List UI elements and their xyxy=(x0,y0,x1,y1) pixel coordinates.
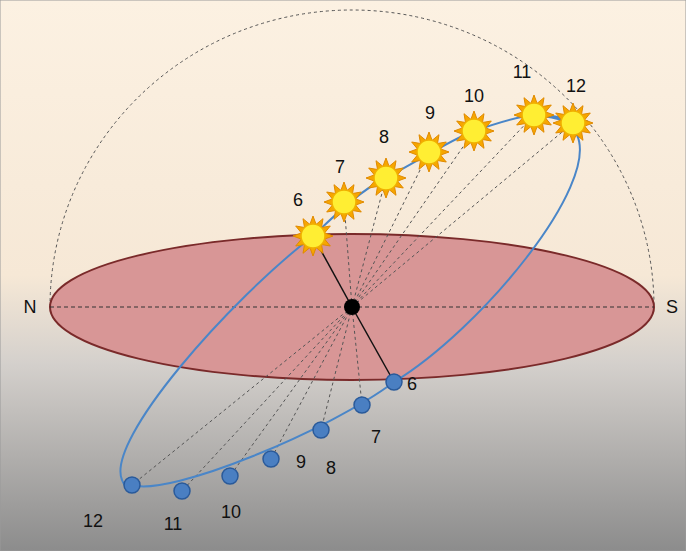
sun-rays xyxy=(324,182,364,222)
hour-label: 9 xyxy=(296,453,306,471)
projection-line xyxy=(352,307,362,405)
hour-label: 8 xyxy=(326,459,336,477)
shadow-dot xyxy=(174,483,190,499)
projection-line xyxy=(132,307,352,485)
hour-label: 6 xyxy=(293,191,303,209)
hour-label: 11 xyxy=(164,515,183,533)
projection-line xyxy=(352,123,573,307)
horizon-plane xyxy=(50,234,654,380)
compass-label: N xyxy=(24,298,37,316)
hour-label: 12 xyxy=(566,77,586,95)
shadow-dot xyxy=(222,468,238,484)
hour-label: 8 xyxy=(379,128,389,146)
hour-label: 10 xyxy=(221,503,241,521)
projection-line xyxy=(352,115,534,307)
sun-disc xyxy=(561,111,585,135)
sun-disc xyxy=(301,224,325,248)
projection-lines xyxy=(132,115,573,491)
shadow-points xyxy=(124,374,402,499)
shadow-dot xyxy=(386,374,402,390)
compass-label: S xyxy=(666,298,678,316)
sun-path-loop xyxy=(120,115,579,487)
sun-disc xyxy=(462,119,486,143)
sun-disc xyxy=(374,166,398,190)
sun-rays xyxy=(409,132,449,172)
projection-line xyxy=(271,307,352,459)
sun-rays xyxy=(366,158,406,198)
projection-line xyxy=(352,131,474,307)
hour-label: 11 xyxy=(513,63,532,81)
hour-label: 10 xyxy=(464,87,484,105)
shadow-dot xyxy=(263,451,279,467)
sun-disc xyxy=(332,190,356,214)
sun-positions xyxy=(293,95,593,256)
hour-label: 9 xyxy=(425,104,435,122)
sun-disc xyxy=(417,140,441,164)
shadow-dot xyxy=(354,397,370,413)
hour-label: 6 xyxy=(407,375,417,393)
sun-rays xyxy=(553,103,593,143)
hour-label: 7 xyxy=(335,158,345,176)
sun-disc xyxy=(522,103,546,127)
sun-rays xyxy=(514,95,554,135)
sun-rays xyxy=(293,216,333,256)
projection-line xyxy=(352,152,429,307)
shadow-dot xyxy=(313,422,329,438)
hour-label: 7 xyxy=(371,428,381,446)
hour-label: 12 xyxy=(83,512,103,530)
sun-rays xyxy=(454,111,494,151)
projection-line xyxy=(352,307,394,382)
shadow-dot xyxy=(124,477,140,493)
observer-point xyxy=(344,299,360,315)
